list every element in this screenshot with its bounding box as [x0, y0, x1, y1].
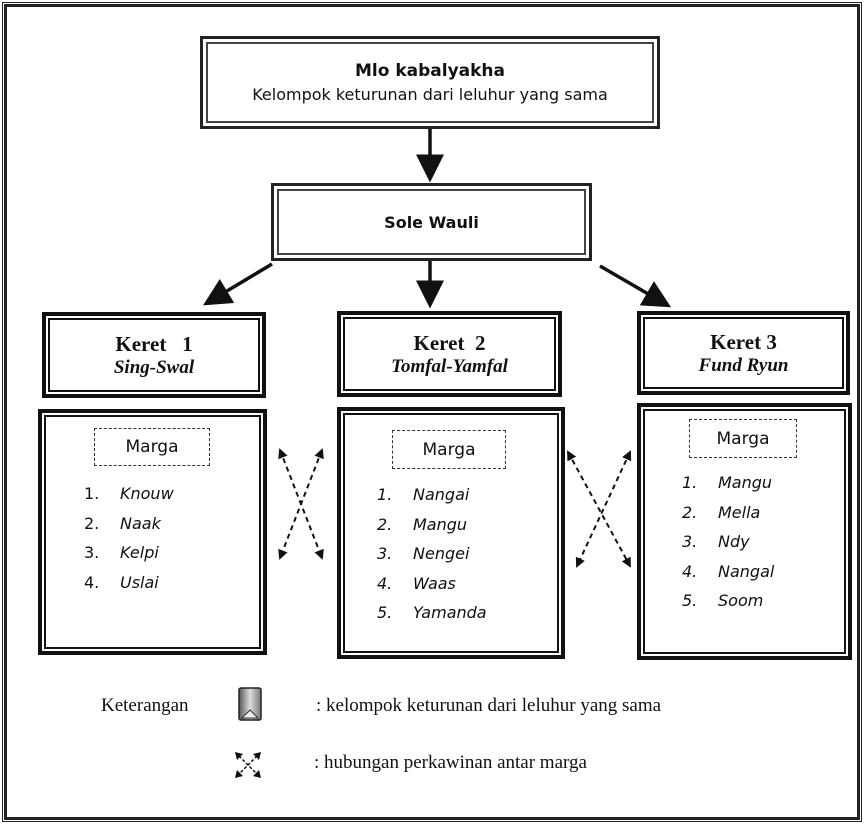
list-item: 3.Ndy [682, 532, 750, 551]
keret-2-clan-list: 1.Nangai 2.Mangu 3.Nengei 4.Waas 5.Yaman… [377, 480, 487, 628]
arrow-sole-to-keret-3 [599, 264, 672, 308]
keret-3-title: Keret 3 [710, 329, 777, 354]
marriage-arrow-2b [575, 450, 632, 568]
marga-label-1: Marga [94, 428, 210, 466]
root-subtitle: Kelompok keturunan dari leluhur yang sam… [252, 84, 608, 104]
keret-1-title-box: Keret 1 Sing-Swal [42, 312, 266, 398]
list-item: 1.Mangu [682, 473, 773, 492]
list-item: 5.Yamanda [377, 603, 487, 622]
box-icon [238, 687, 262, 721]
marga-label-2: Marga [392, 430, 506, 469]
marriage-arrow-2a [567, 450, 631, 568]
sole-wauli-box: Sole Wauli [271, 183, 592, 261]
legend-title: Keterangan [101, 695, 189, 716]
keret-2-title-box: Keret 2 Tomfal-Yamfal [337, 311, 562, 397]
keret-2-clan-box: Marga 1.Nangai 2.Mangu 3.Nengei 4.Waas 5… [337, 407, 565, 659]
keret-1-clan-list: 1.Knouw 2.Naak 3.Kelpi 4.Uslai [84, 479, 174, 597]
keret-3-name: Fund Ryun [698, 354, 789, 376]
list-item: 2.Naak [84, 513, 161, 533]
root-title: Mlo kabalyakha [354, 60, 506, 81]
root-box: Mlo kabalyakha Kelompok keturunan dari l… [200, 36, 660, 129]
diagram-frame [4, 4, 860, 820]
marriage-arrow-1b [278, 448, 324, 560]
list-item: 3.Nengei [377, 544, 470, 563]
list-item: 4.Waas [377, 573, 456, 593]
keret-3-title-box: Keret 3 Fund Ryun [637, 311, 850, 395]
keret-3-clan-list: 1.Mangu 2.Mella 3.Ndy 4.Nangal 5.Soom [682, 468, 774, 616]
list-item: 2.Mella [682, 502, 761, 522]
list-item: 2.Mangu [377, 514, 468, 534]
list-item: 4.Uslai [84, 572, 159, 592]
list-item: 4.Nangal [682, 561, 775, 581]
keret-2-name: Tomfal-Yamfal [391, 355, 508, 377]
keret-1-name: Sing-Swal [113, 356, 195, 378]
keret-1-title: Keret 1 [115, 331, 193, 356]
marga-label-3: Marga [689, 419, 797, 458]
keret-3-clan-box: Marga 1.Mangu 2.Mella 3.Ndy 4.Nangal 5.S… [637, 403, 852, 660]
legend-text-2: : hubungan perkawinan antar marga [314, 752, 587, 773]
list-item: 1.Nangai [377, 485, 470, 504]
legend-text-1: : kelompok keturunan dari leluhur yang s… [316, 695, 662, 716]
list-item: 5.Soom [682, 591, 764, 610]
list-item: 1.Knouw [84, 484, 174, 503]
list-item: 3.Kelpi [84, 543, 159, 562]
sole-wauli-title: Sole Wauli [384, 212, 479, 232]
cross-arrows-icon [235, 752, 261, 778]
keret-1-clan-box: Marga 1.Knouw 2.Naak 3.Kelpi 4.Uslai [38, 409, 267, 655]
arrow-sole-to-keret-1 [202, 262, 273, 306]
keret-2-title: Keret 2 [413, 330, 486, 355]
